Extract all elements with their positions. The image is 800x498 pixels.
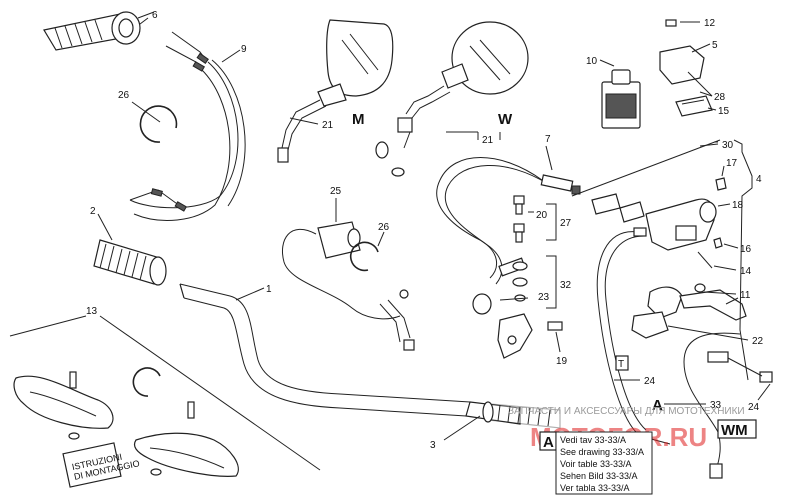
reference-box: A Vedi tav 33-33/A See drawing 33-33/A V… bbox=[539, 431, 653, 495]
callout-14: 14 bbox=[740, 266, 752, 277]
callout-24-center: 24 bbox=[644, 376, 656, 387]
callout-25: 25 bbox=[330, 186, 342, 197]
version-a-small: A bbox=[652, 397, 663, 414]
callout-30: 30 bbox=[722, 140, 734, 151]
bolts-20-27 bbox=[513, 195, 525, 243]
reference-line-1: Vedi tav 33-33/A bbox=[560, 435, 626, 445]
callout-19: 19 bbox=[556, 356, 568, 367]
left-mirror-part bbox=[277, 19, 394, 163]
watermark-text: ЗАПЧАСТИ И АКСЕССУАРЫ ДЛЯ МОТОТЕХНИКИ bbox=[508, 406, 745, 417]
callout-1: 1 bbox=[266, 284, 272, 295]
version-t: T bbox=[618, 359, 624, 370]
circlip-center-part bbox=[349, 241, 379, 272]
throttle-cables-part bbox=[129, 31, 246, 221]
clamp-23 bbox=[472, 293, 563, 359]
callout-15: 15 bbox=[718, 106, 730, 117]
version-m: M bbox=[352, 111, 365, 128]
callout-6: 6 bbox=[152, 10, 158, 21]
reference-line-4: Sehen Bild 33-33/A bbox=[560, 471, 638, 481]
callout-28: 28 bbox=[714, 92, 726, 103]
handguard-group: ISTRUZIONI DI MONTAGGIO bbox=[9, 315, 321, 488]
callout-22: 22 bbox=[752, 336, 764, 347]
version-w: W bbox=[498, 111, 513, 128]
callout-5: 5 bbox=[712, 40, 718, 51]
version-t-box bbox=[615, 355, 629, 371]
circlip-part bbox=[139, 105, 178, 143]
callout-26-left: 26 bbox=[118, 90, 130, 101]
version-wm: WM bbox=[721, 422, 748, 439]
clutch-cable-part bbox=[436, 157, 581, 285]
callout-32: 32 bbox=[560, 280, 572, 291]
version-wm-box bbox=[717, 419, 757, 439]
callout-9: 9 bbox=[241, 44, 247, 55]
right-mirror-part bbox=[375, 21, 529, 177]
callout-3: 3 bbox=[430, 440, 436, 451]
callout-2: 2 bbox=[90, 206, 96, 217]
callout-18: 18 bbox=[732, 200, 744, 211]
version-a-box: A bbox=[543, 434, 554, 451]
brake-master-cylinder bbox=[571, 139, 747, 339]
reference-line-3: Voir table 33-33/A bbox=[560, 459, 632, 469]
callout-24-right: 24 bbox=[748, 402, 760, 413]
reservoir-10 bbox=[601, 69, 641, 129]
callout-13: 13 bbox=[86, 306, 98, 317]
reservoir-cover bbox=[659, 19, 713, 117]
throttle-grip-part bbox=[43, 11, 149, 51]
right-grip-part bbox=[465, 401, 561, 429]
brake-switch-cables bbox=[596, 227, 773, 479]
reference-line-2: See drawing 33-33/A bbox=[560, 447, 644, 457]
callout-20: 20 bbox=[536, 210, 548, 221]
callout-4: 4 bbox=[756, 174, 762, 185]
callout-23: 23 bbox=[538, 292, 550, 303]
callout-26-right: 26 bbox=[378, 222, 390, 233]
reference-line-5: Ver tabla 33-33/A bbox=[560, 483, 630, 493]
left-grip-part bbox=[93, 239, 167, 286]
callout-7: 7 bbox=[545, 134, 551, 145]
callout-33: 33 bbox=[710, 400, 722, 411]
callout-21-left: 21 bbox=[322, 120, 334, 131]
callout-11: 11 bbox=[740, 290, 751, 301]
callout-27: 27 bbox=[560, 218, 572, 229]
nuts-32 bbox=[512, 261, 528, 302]
callout-12: 12 bbox=[704, 18, 716, 29]
callout-10: 10 bbox=[586, 56, 598, 67]
callout-17: 17 bbox=[726, 158, 738, 169]
callout-21-right: 21 bbox=[482, 135, 494, 146]
callout-16: 16 bbox=[740, 244, 752, 255]
handlebar-part bbox=[179, 283, 471, 417]
switch-part bbox=[282, 221, 415, 351]
